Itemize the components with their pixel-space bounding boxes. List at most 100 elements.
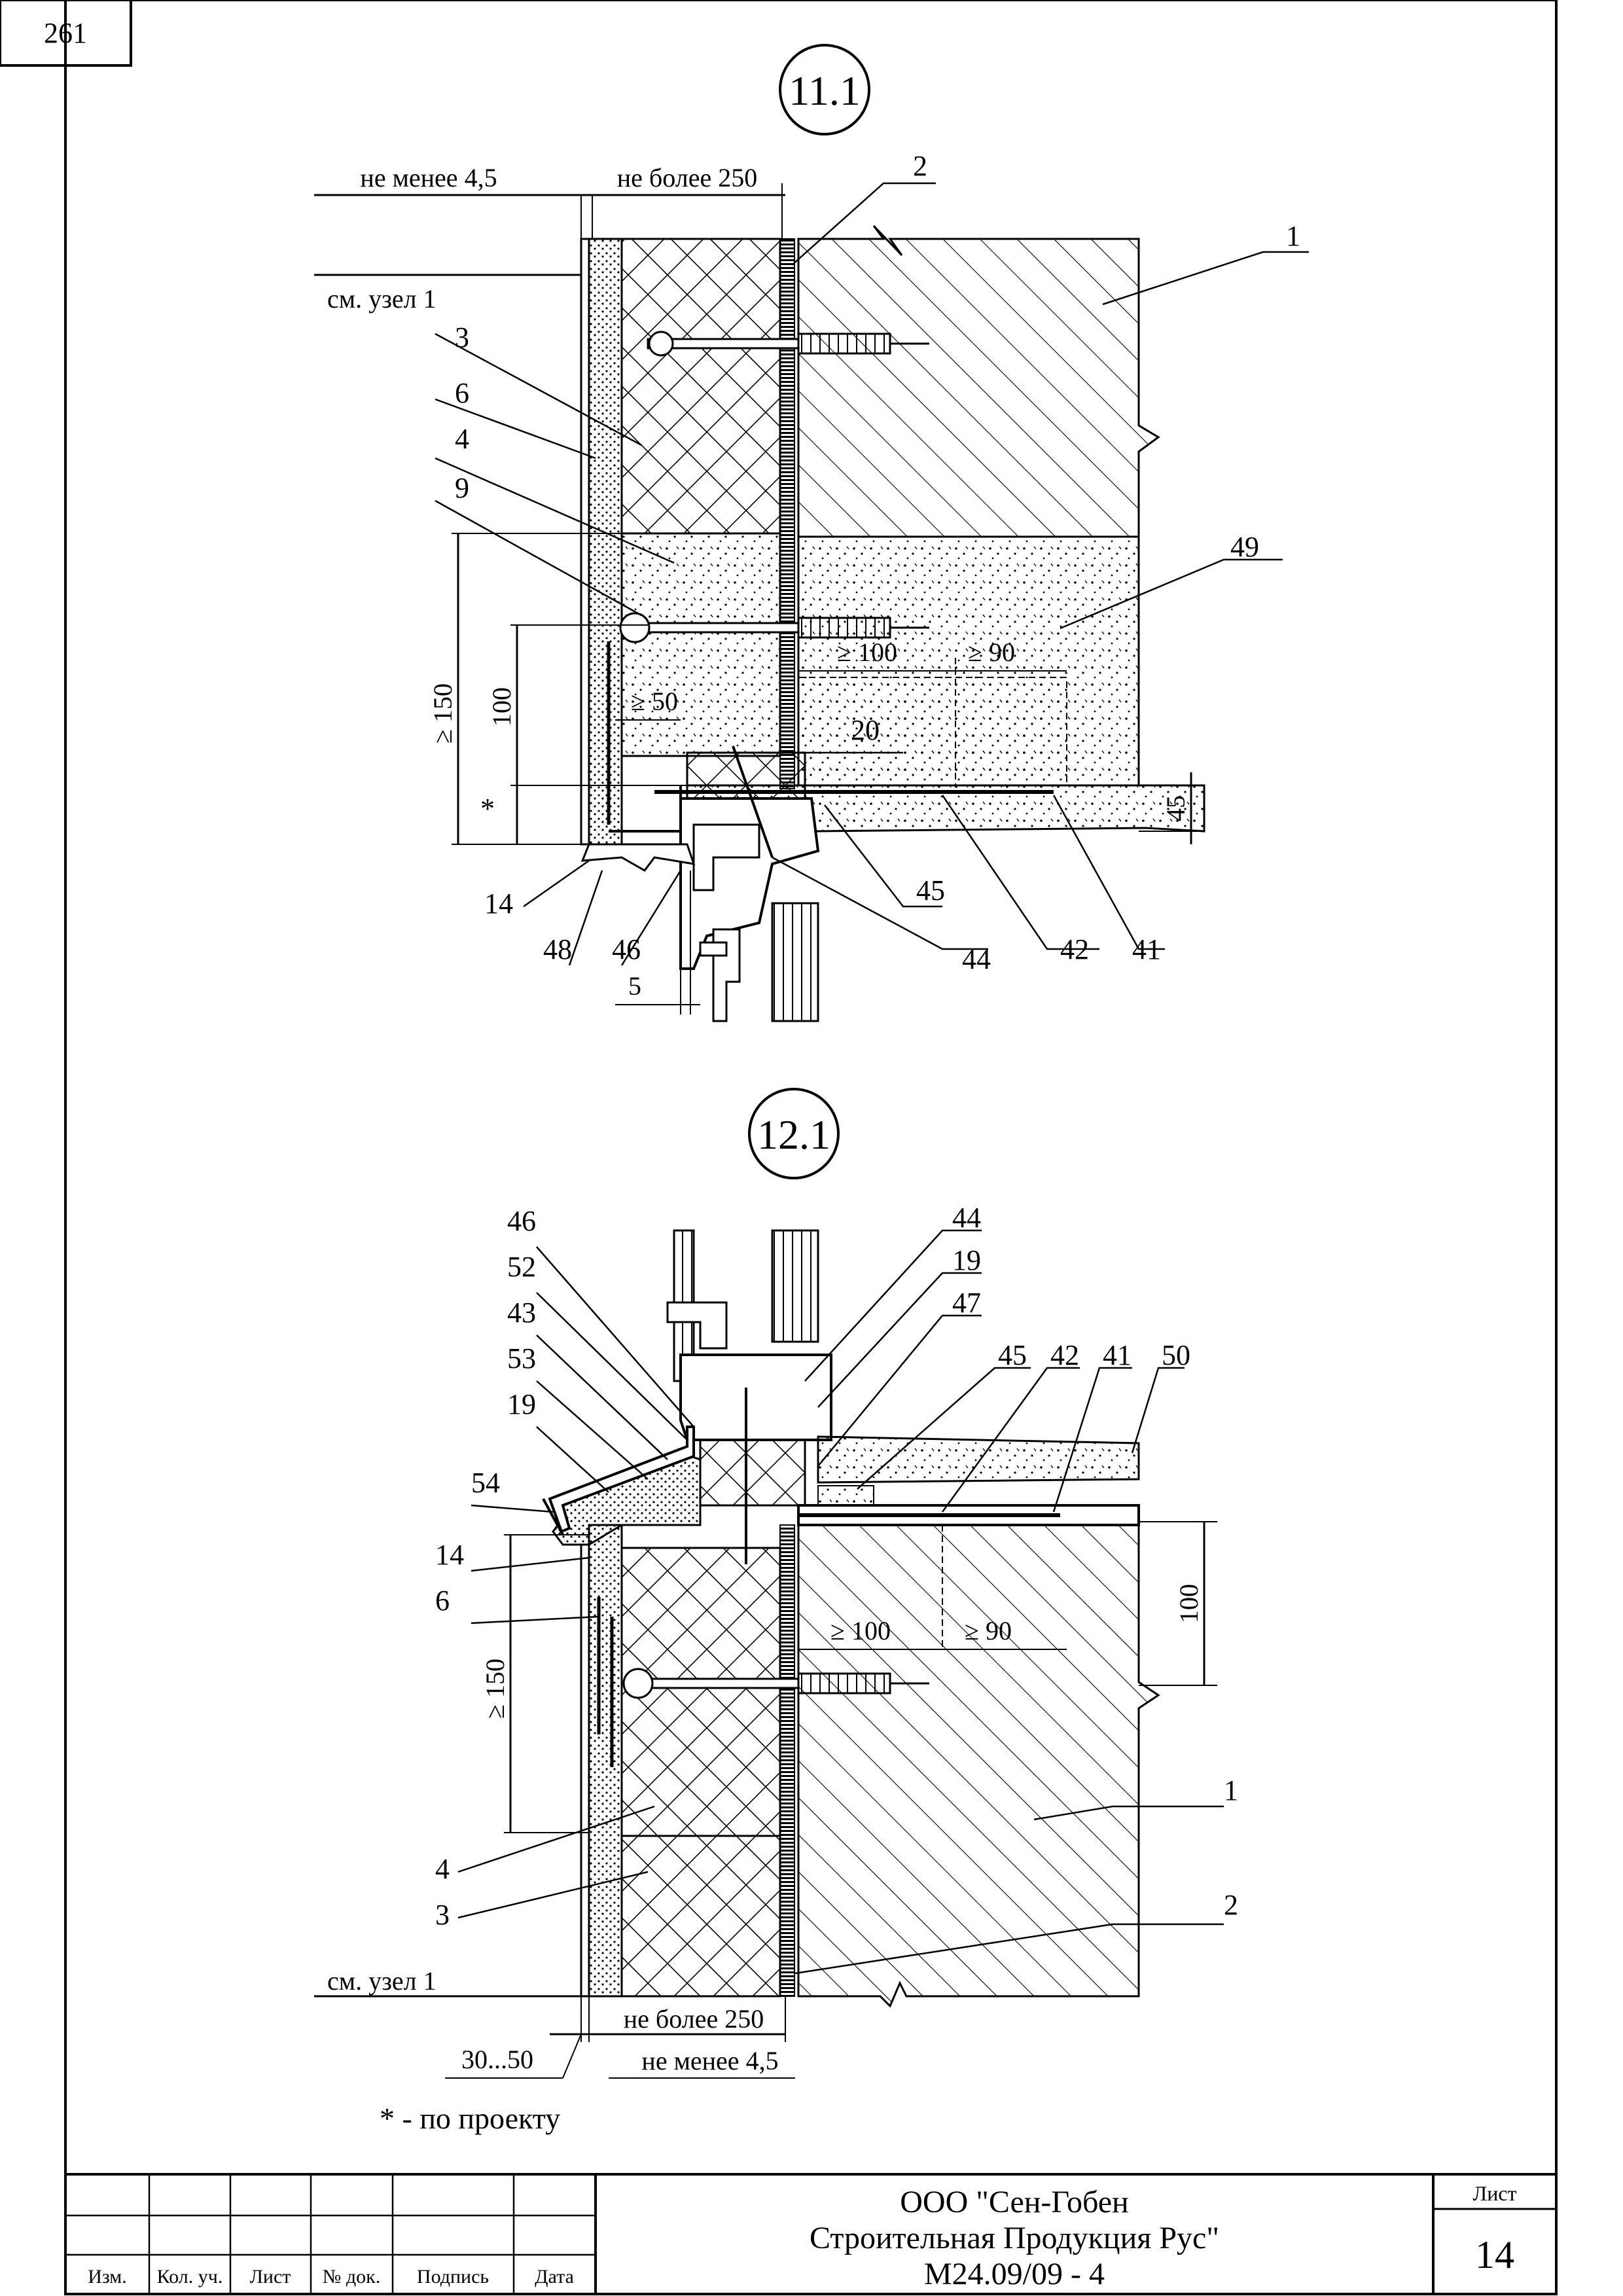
callout-11-48: 48 bbox=[543, 933, 572, 965]
dim-ge-100: ≥ 100 bbox=[837, 637, 897, 667]
callout-12-19: 19 bbox=[507, 1388, 536, 1420]
dim-max-250-2: не более 250 bbox=[624, 2004, 764, 2034]
callout-12-1: 1 bbox=[1224, 1774, 1238, 1806]
callout-12-53: 53 bbox=[507, 1342, 536, 1374]
detail-12-1: 12.1 ≥ bbox=[314, 1088, 1238, 2079]
col-n-dok: № док. bbox=[323, 2266, 380, 2287]
dim-150-2: ≥ 150 bbox=[480, 1659, 510, 1719]
callout-12-47: 47 bbox=[952, 1287, 981, 1319]
detail-11-1-marker bbox=[779, 44, 870, 135]
callout-11-2: 2 bbox=[913, 150, 927, 182]
document-code: М24.09/09 - 4 bbox=[924, 2257, 1105, 2291]
anchor-dowel-3 bbox=[622, 1668, 929, 1699]
dim-45: 45 bbox=[1161, 795, 1190, 821]
foam-seal-2 bbox=[699, 1439, 806, 1507]
callout-11-14: 14 bbox=[484, 888, 513, 920]
col-data: Дата bbox=[535, 2266, 574, 2287]
dim-ge-90-2: ≥ 90 bbox=[965, 1616, 1012, 1645]
sheet-number: 14 bbox=[1475, 2233, 1514, 2276]
dim-100-2: 100 bbox=[1174, 1584, 1204, 1623]
detail-12-1-marker bbox=[748, 1088, 840, 1179]
dim-5: 5 bbox=[628, 971, 641, 1001]
callout-12-14: 14 bbox=[435, 1539, 464, 1571]
inner-sill-board bbox=[817, 1435, 1140, 1484]
glass-unit bbox=[771, 902, 819, 1022]
company-line-1: ООО "Сен-Гобен bbox=[900, 2185, 1128, 2219]
base-render-layer bbox=[588, 238, 623, 846]
dim-min-4-5-2: не менее 4,5 bbox=[641, 2046, 778, 2075]
callout-12-44: 44 bbox=[952, 1202, 981, 1234]
dim-ge-90: ≥ 90 bbox=[968, 637, 1015, 667]
adhesive-layer bbox=[779, 238, 795, 789]
col-kol-uch: Кол. уч. bbox=[157, 2266, 223, 2287]
callout-11-4: 4 bbox=[455, 423, 469, 455]
callout-11-49: 49 bbox=[1230, 531, 1259, 563]
detail-11-1-id: 11.1 bbox=[789, 67, 861, 114]
detail-11-1: 11.1 bbox=[314, 44, 1309, 1022]
dim-star: * bbox=[480, 793, 495, 825]
detail-12-1-id: 12.1 bbox=[757, 1111, 830, 1158]
title-block: Изм. Кол. уч. Лист № док. Подпись Дата О… bbox=[65, 2173, 1556, 2295]
callout-12-42: 42 bbox=[1050, 1339, 1079, 1371]
callout-12-43: 43 bbox=[507, 1297, 536, 1329]
callout-12-54: 54 bbox=[471, 1467, 500, 1499]
page-number: 261 bbox=[44, 17, 87, 49]
dim-max-250: не более 250 bbox=[617, 163, 757, 192]
callout-11-41: 41 bbox=[1132, 933, 1161, 965]
callout-11-9: 9 bbox=[455, 472, 469, 504]
dim-min-4-5: не менее 4,5 bbox=[360, 163, 497, 192]
callout-11-45: 45 bbox=[916, 874, 945, 906]
dim-30-50: 30...50 bbox=[461, 2045, 533, 2074]
callout-12-2: 2 bbox=[1224, 1889, 1238, 1921]
callout-12-41: 41 bbox=[1103, 1339, 1132, 1371]
masonry-wall bbox=[797, 224, 1160, 538]
footnote: * - по проекту bbox=[380, 2102, 560, 2135]
finish-render-layer-2 bbox=[580, 1543, 590, 1998]
callout-11-3: 3 bbox=[455, 321, 469, 353]
window-frame-profile bbox=[679, 797, 820, 970]
sash-profile-2 bbox=[666, 1301, 728, 1350]
adhesive-layer-2 bbox=[779, 1524, 795, 1997]
col-podpis: Подпись bbox=[417, 2266, 489, 2287]
page-number-box bbox=[0, 0, 132, 67]
dim-ge-100-2: ≥ 100 bbox=[830, 1616, 891, 1645]
callout-12-50: 50 bbox=[1162, 1339, 1190, 1371]
foam-seal bbox=[686, 751, 806, 800]
callout-12-6: 6 bbox=[435, 1585, 450, 1617]
drip-profile bbox=[580, 843, 696, 872]
ref-note-2: см. узел 1 bbox=[327, 1966, 437, 1996]
anchor-dowel-2 bbox=[619, 612, 929, 643]
callout-12-52: 52 bbox=[507, 1251, 536, 1283]
window-frame-profile-2 bbox=[679, 1354, 832, 1441]
callout-11-42: 42 bbox=[1060, 933, 1089, 965]
dim-150: ≥ 150 bbox=[428, 683, 457, 744]
col-list: Лист bbox=[250, 2266, 291, 2287]
callout-11-20: 20 bbox=[851, 714, 880, 746]
callout-11-44: 44 bbox=[962, 943, 991, 975]
finish-render-layer bbox=[580, 238, 590, 846]
masonry-wall-2 bbox=[797, 1524, 1160, 2008]
callout-11-6: 6 bbox=[455, 377, 469, 409]
dim-50: ≥ 50 bbox=[631, 687, 678, 716]
base-render-layer-2 bbox=[588, 1524, 623, 1998]
sheet-frame bbox=[64, 0, 1558, 2295]
mineral-wool-upper bbox=[620, 238, 781, 535]
ref-note: см. узел 1 bbox=[327, 284, 437, 314]
callout-12-4: 4 bbox=[435, 1853, 450, 1885]
mineral-wool-lower bbox=[620, 532, 781, 757]
company-line-2: Строительная Продукция Рус" bbox=[810, 2221, 1219, 2255]
callout-12-45: 45 bbox=[998, 1339, 1027, 1371]
anchor-dowel-1 bbox=[647, 331, 929, 357]
col-izm: Изм. bbox=[88, 2266, 127, 2287]
sheet-label: Лист bbox=[1472, 2181, 1516, 2205]
callout-12-3: 3 bbox=[435, 1899, 450, 1931]
fire-barrier bbox=[798, 677, 1067, 786]
glass-unit-2 bbox=[771, 1229, 819, 1343]
mineral-wool-2b bbox=[620, 1835, 781, 1998]
dim-100: 100 bbox=[487, 687, 516, 726]
callout-11-1: 1 bbox=[1286, 220, 1300, 252]
callout-12-46: 46 bbox=[507, 1205, 536, 1237]
fixing-screw bbox=[732, 745, 774, 858]
callout-11-46: 46 bbox=[612, 933, 641, 965]
